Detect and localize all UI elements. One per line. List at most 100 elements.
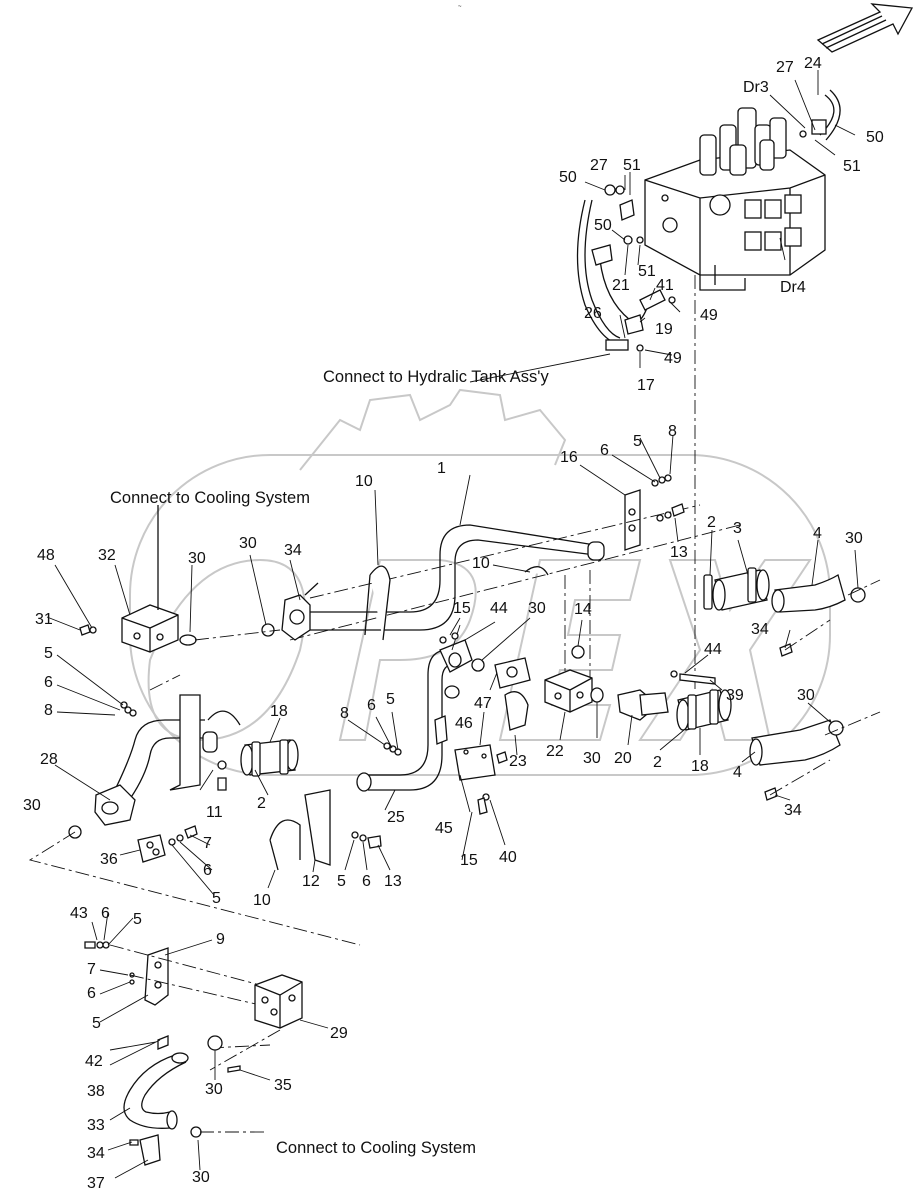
callout-label: 39 [726,687,744,704]
callout-label: 6 [367,697,376,714]
callout-label: 17 [637,377,655,394]
hose-fitting-26 [605,339,629,351]
callout-label: 14 [574,601,592,618]
callout-label: 18 [270,703,288,720]
callout-label: 15 [453,600,471,617]
elbow-fitting-24 [811,119,827,135]
callout-label: 3 [733,520,742,537]
callout-label: 19 [655,321,673,338]
callout-label: 41 [656,277,674,294]
callout-label: 51 [638,263,656,280]
return-hose [576,199,621,346]
elbow-pipe-4-lower [751,719,841,766]
callout-label: 50 [594,217,612,234]
callout-label: 51 [843,158,861,175]
callout-label: 20 [614,750,632,767]
callout-label: 6 [203,862,212,879]
callout-label: 13 [384,873,402,890]
callout-label: 21 [612,277,630,294]
callout-label: 10 [253,892,271,909]
callout-label: 31 [35,611,53,628]
manifold-block-29 [254,974,303,1029]
u-bolt-10-left [364,565,391,641]
callout-label: 24 [804,55,822,72]
callout-label: 38 [87,1083,105,1100]
callout-label: 18 [691,758,709,775]
callout-label: 43 [70,905,88,922]
callout-label: 10 [355,473,373,490]
callout-label: 49 [700,307,718,324]
callout-label: 10 [472,555,490,572]
control-valve-assembly [644,107,826,291]
callout-label: 50 [866,129,884,146]
callout-label: 27 [590,157,608,174]
hose-18-right [676,689,732,731]
callout-label: 5 [212,890,221,907]
bracket-16 [624,489,641,551]
callout-label: 29 [330,1025,348,1042]
manifold-block-32 [121,604,179,653]
callout-label: 9 [216,931,225,948]
u-bolt-10-upper [524,566,549,576]
callout-label: 45 [435,820,453,837]
callout-label: 2 [653,754,662,771]
plate-45 [454,744,496,781]
callout-label: 36 [100,851,118,868]
callout-label: 6 [362,873,371,890]
u-bolt-10-lower [269,819,301,871]
callout-label: 44 [490,600,508,617]
callout-label: 25 [387,809,405,826]
valve-spools [699,107,787,176]
clamp-37 [139,1134,161,1166]
callout-label: Dr3 [743,79,769,96]
callout-label: 46 [455,715,473,732]
callout-label: 6 [87,985,96,1002]
callout-label: 6 [101,905,110,922]
callout-label: 2 [257,795,266,812]
callout-label: 44 [704,641,722,658]
elbow-pipe-4-upper [774,573,846,613]
callout-label: 5 [337,873,346,890]
callout-label: 37 [87,1175,105,1192]
callout-label: 33 [87,1117,105,1134]
pipe-25 [360,649,449,776]
callout-label: 6 [600,442,609,459]
callout-label: 27 [776,59,794,76]
callout-label: 1 [437,460,446,477]
callout-label: 22 [546,743,564,760]
callout-label: 8 [668,423,677,440]
callout-label: 6 [44,674,53,691]
callout-label: 5 [386,691,395,708]
callout-label: 5 [44,645,53,662]
callout-label: 30 [797,687,815,704]
callout-label: 30 [205,1081,223,1098]
direction-arrow-icon [816,3,914,53]
callout-label: 34 [784,802,802,819]
main-pipe-1 [310,524,596,613]
callout-label: 16 [560,449,578,466]
callout-label: 5 [92,1015,101,1032]
callout-label: 8 [340,705,349,722]
callout-label: 13 [670,544,688,561]
callout-label: 40 [499,849,517,866]
hose-3 [703,567,770,611]
callout-label: 4 [813,525,822,542]
header-mark: ~ [458,4,462,10]
callout-label: 35 [274,1077,292,1094]
u-bolt-11 [207,710,241,726]
caption-cooling-system-top: Connect to Cooling System [110,489,310,507]
caption-cooling-system-bottom: Connect to Cooling System [276,1139,476,1157]
callout-label: 7 [203,835,212,852]
callout-label: 30 [583,750,601,767]
callout-label: 30 [192,1169,210,1186]
callout-label: 51 [623,157,641,174]
callout-label: 7 [87,961,96,978]
callout-label: 5 [133,911,142,928]
callout-label: 5 [633,433,642,450]
bracket-36 [137,834,166,863]
callout-label: 30 [239,535,257,552]
callout-label: 48 [37,547,55,564]
caption-hydraulic-tank: Connect to Hydralic Tank Ass'y [323,368,549,386]
callout-label: 34 [284,542,302,559]
